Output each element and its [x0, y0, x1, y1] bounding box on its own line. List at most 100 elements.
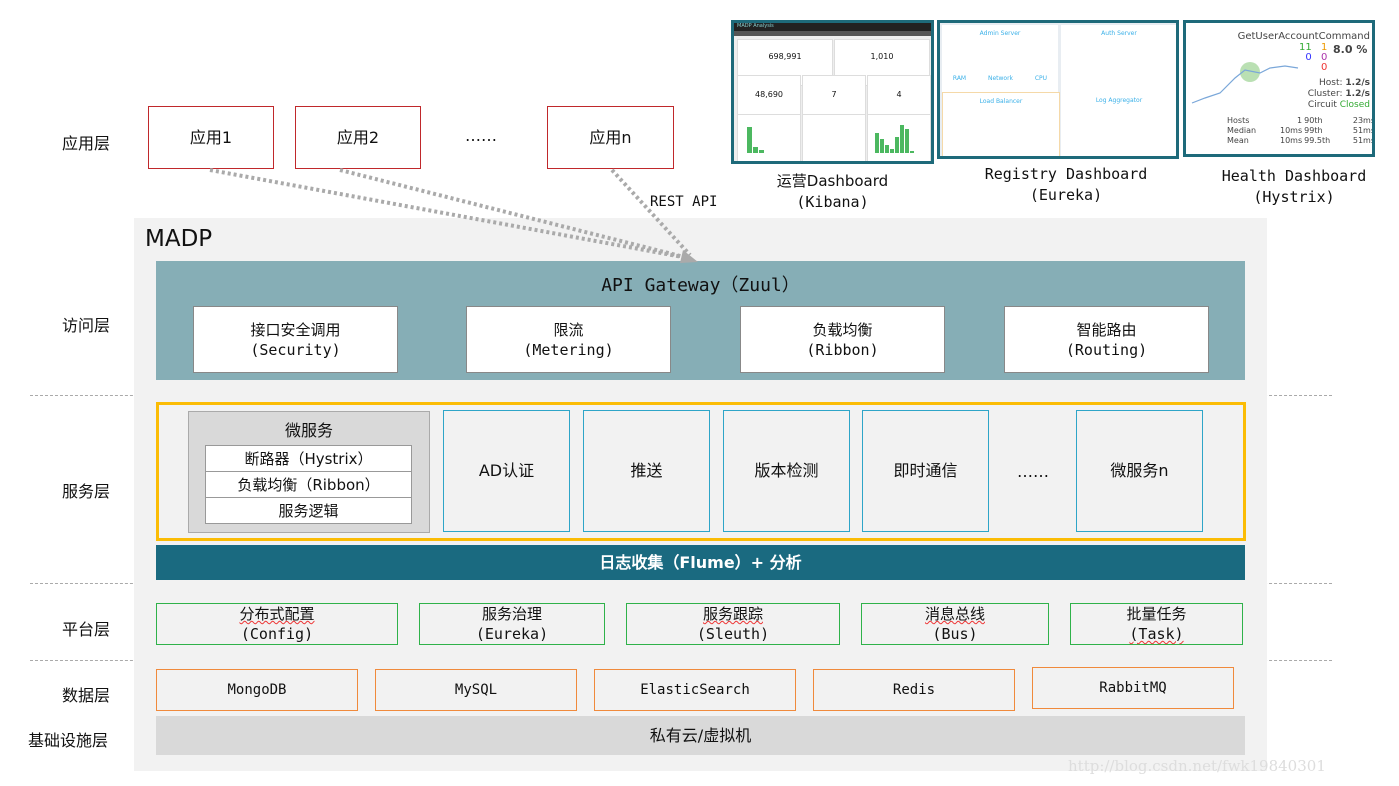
platform-sleuth: 服务跟踪 (Sleuth) — [626, 603, 840, 645]
layer-label-service: 服务层 — [62, 482, 111, 501]
caption-line: (Kibana) — [796, 193, 869, 211]
error-percentage: 8.0 % — [1333, 43, 1368, 56]
caption-line: 运营Dashboard — [776, 172, 889, 190]
arrow-head — [680, 250, 698, 263]
eureka-panel: Auth Server — [1061, 25, 1176, 93]
microservice-row: 负载均衡（Ribbon） — [205, 472, 412, 498]
hystrix-command: GetUserAccountCommand — [1237, 31, 1370, 42]
caption-line: (Eureka) — [1029, 186, 1103, 204]
metric-label: Network — [987, 75, 1014, 82]
caption-line: (Hystrix) — [1253, 188, 1335, 206]
stat: 99.5th — [1304, 136, 1331, 145]
item-sublabel: (Routing) — [1065, 340, 1148, 359]
log-collection-bar: 日志收集（Flume）+ 分析 — [156, 545, 1245, 580]
rejected-count: 0 — [1321, 52, 1328, 63]
stat: Hosts — [1227, 116, 1250, 125]
platform-task: 批量任务(Task) — [1070, 603, 1243, 645]
gateway-ribbon: 负载均衡(Ribbon) — [740, 306, 945, 373]
eureka-panel: Log Aggregator — [1061, 92, 1176, 156]
stat: 10ms — [1280, 126, 1303, 135]
layer-label-access: 访问层 — [62, 316, 111, 335]
kibana-bar-chart — [867, 114, 931, 161]
panel-title: Auth Server — [1101, 30, 1137, 37]
gateway-security: 接口安全调用(Security) — [193, 306, 398, 373]
failure-count: 0 — [1321, 62, 1328, 73]
data-elasticsearch: ElasticSearch — [594, 669, 796, 711]
service-box: 版本检测 — [723, 410, 850, 532]
item-label: 服务跟踪 — [702, 605, 763, 623]
item-sublabel: (Sleuth) — [696, 625, 770, 643]
eureka-caption: Registry Dashboard(Eureka) — [937, 164, 1195, 206]
service-box: 推送 — [583, 410, 710, 532]
arrow-line — [610, 168, 692, 257]
kibana-caption: 运营Dashboard (Kibana) — [731, 171, 934, 213]
panel-title: Admin Server — [979, 30, 1021, 37]
service-box: AD认证 — [443, 410, 570, 532]
cluster-label: Cluster: — [1307, 89, 1343, 99]
data-mongodb: MongoDB — [156, 669, 358, 711]
metric-label: RAM — [952, 75, 967, 82]
app-box: 应用n — [547, 106, 674, 169]
platform-config: 分布式配置 (Config) — [156, 603, 398, 645]
watermark: http://blog.csdn.net/fwk19840301 — [1068, 757, 1326, 775]
stat: 90th — [1304, 116, 1323, 125]
stat: 23ms — [1352, 116, 1375, 125]
item-sublabel: (Security) — [250, 340, 341, 359]
madp-title: MADP — [145, 226, 213, 252]
data-mysql: MySQL — [375, 669, 577, 711]
stat: Mean — [1227, 136, 1249, 145]
item-label: 智能路由 — [1076, 320, 1137, 339]
microservice-title: 微服务 — [284, 421, 333, 440]
data-redis: Redis — [813, 669, 1015, 711]
app-box: 应用2 — [295, 106, 421, 169]
host-label: Host: — [1319, 78, 1343, 88]
timeout-count: 1 — [1321, 42, 1328, 53]
hystrix-graph — [1191, 62, 1299, 104]
kibana-app-title: MADP Analysis — [734, 23, 931, 31]
item-sublabel: (Ribbon) — [806, 340, 879, 359]
layer-label-data: 数据层 — [62, 686, 111, 705]
item-label: 服务治理 — [481, 605, 542, 623]
item-label: 消息总线 — [924, 605, 985, 623]
kibana-table — [802, 114, 866, 161]
short-circuit-count: 0 — [1305, 52, 1312, 63]
stat: Median — [1227, 126, 1257, 135]
service-box: 即时通信 — [862, 410, 989, 532]
arrow-line — [339, 168, 689, 260]
item-label: 负载均衡 — [812, 320, 873, 339]
layer-label-infra: 基础设施层 — [28, 731, 109, 750]
gateway-routing: 智能路由(Routing) — [1004, 306, 1209, 373]
item-label: 分布式配置 — [239, 605, 315, 623]
metric-label: CPU — [1034, 75, 1048, 82]
eureka-panel: Load Balancer — [942, 92, 1060, 156]
item-sublabel: (Eureka) — [475, 625, 549, 643]
circuit-status: Closed — [1339, 100, 1370, 110]
app-ellipsis: …… — [465, 126, 497, 145]
item-sublabel: (Config) — [240, 625, 314, 643]
item-label: 限流 — [553, 320, 584, 339]
stat: 51ms — [1352, 136, 1375, 145]
host-rate: 1.2/s — [1345, 78, 1370, 88]
platform-bus: 消息总线 (Bus) — [861, 603, 1049, 645]
arrow-line — [209, 168, 689, 260]
service-ellipsis: …… — [1017, 462, 1049, 481]
stat: 10ms — [1280, 136, 1303, 145]
kibana-dashboard-thumb: MADP Analysis 698,991 1,010 48,690 7 4 — [731, 20, 934, 164]
stat: 1 — [1297, 116, 1303, 125]
item-sublabel: (Metering) — [523, 340, 614, 359]
caption-line: Health Dashboard — [1221, 167, 1367, 185]
panel-title: Load Balancer — [979, 98, 1023, 105]
item-sublabel: (Task) — [1129, 625, 1184, 643]
stat: 51ms — [1352, 126, 1375, 135]
service-layer-box — [156, 402, 1246, 541]
microservice-row: 服务逻辑 — [205, 498, 412, 524]
panel-title: Log Aggregator — [1095, 97, 1143, 104]
infra-bar: 私有云/虚拟机 — [156, 716, 1245, 755]
api-gateway-title: API Gateway（Zuul） — [601, 275, 800, 296]
item-sublabel: (Bus) — [932, 625, 978, 643]
